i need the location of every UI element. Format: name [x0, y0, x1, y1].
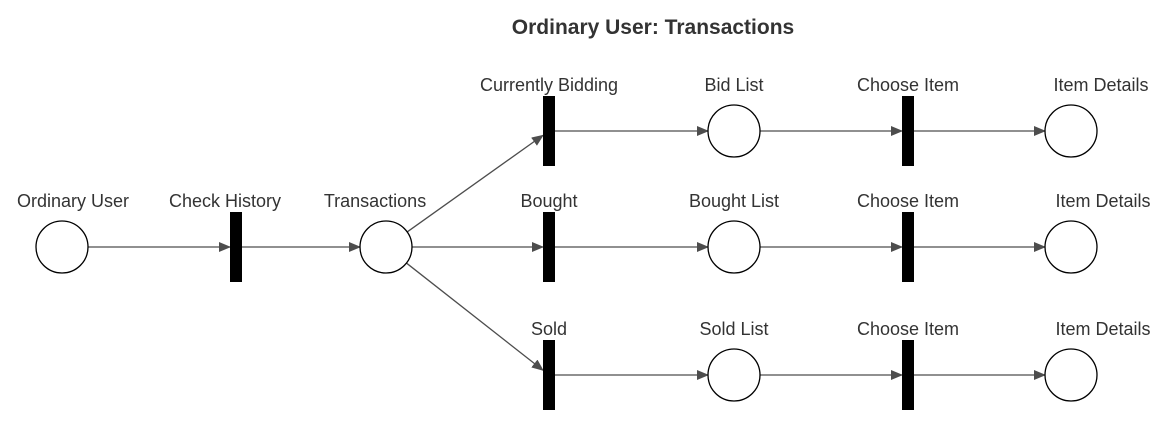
place-bought-list: [707, 220, 761, 274]
label-choose-item-2: Choose Item: [857, 191, 959, 211]
label-sold: Sold: [531, 319, 567, 339]
arcs-group: [88, 126, 1046, 380]
label-currently-bidding: Currently Bidding: [480, 75, 618, 95]
transition-bought: [543, 212, 555, 282]
label-ordinary-user: Ordinary User: [17, 191, 129, 211]
nodes-group: [35, 96, 1098, 410]
transition-choose-item-3: [902, 340, 914, 410]
arc-transactions-to-currently-bidding: [406, 134, 544, 233]
transition-currently-bidding: [543, 96, 555, 166]
label-item-details-2: Item Details: [1055, 191, 1150, 211]
transition-choose-item-1: [902, 96, 914, 166]
place-bid-list: [707, 104, 761, 158]
label-sold-list: Sold List: [699, 319, 768, 339]
diagram-title: Ordinary User: Transactions: [512, 16, 794, 39]
label-item-details-1: Item Details: [1053, 75, 1148, 95]
arc-transactions-to-sold: [406, 262, 544, 371]
label-bid-list: Bid List: [704, 75, 763, 95]
label-bought: Bought: [520, 191, 577, 211]
transition-choose-item-2: [902, 212, 914, 282]
label-choose-item-3: Choose Item: [857, 319, 959, 339]
transition-check-history: [230, 212, 242, 282]
labels-group: Ordinary User Check History Transactions Cu…: [17, 75, 1151, 339]
place-transactions: [359, 220, 413, 274]
label-check-history: Check History: [169, 191, 281, 211]
label-transactions: Transactions: [324, 191, 426, 211]
label-bought-list: Bought List: [689, 191, 779, 211]
label-item-details-3: Item Details: [1055, 319, 1150, 339]
transition-sold: [543, 340, 555, 410]
place-item-details-2: [1044, 220, 1098, 274]
place-item-details-1: [1044, 104, 1098, 158]
place-sold-list: [707, 348, 761, 402]
label-choose-item-1: Choose Item: [857, 75, 959, 95]
place-ordinary-user: [35, 220, 89, 274]
place-item-details-3: [1044, 348, 1098, 402]
